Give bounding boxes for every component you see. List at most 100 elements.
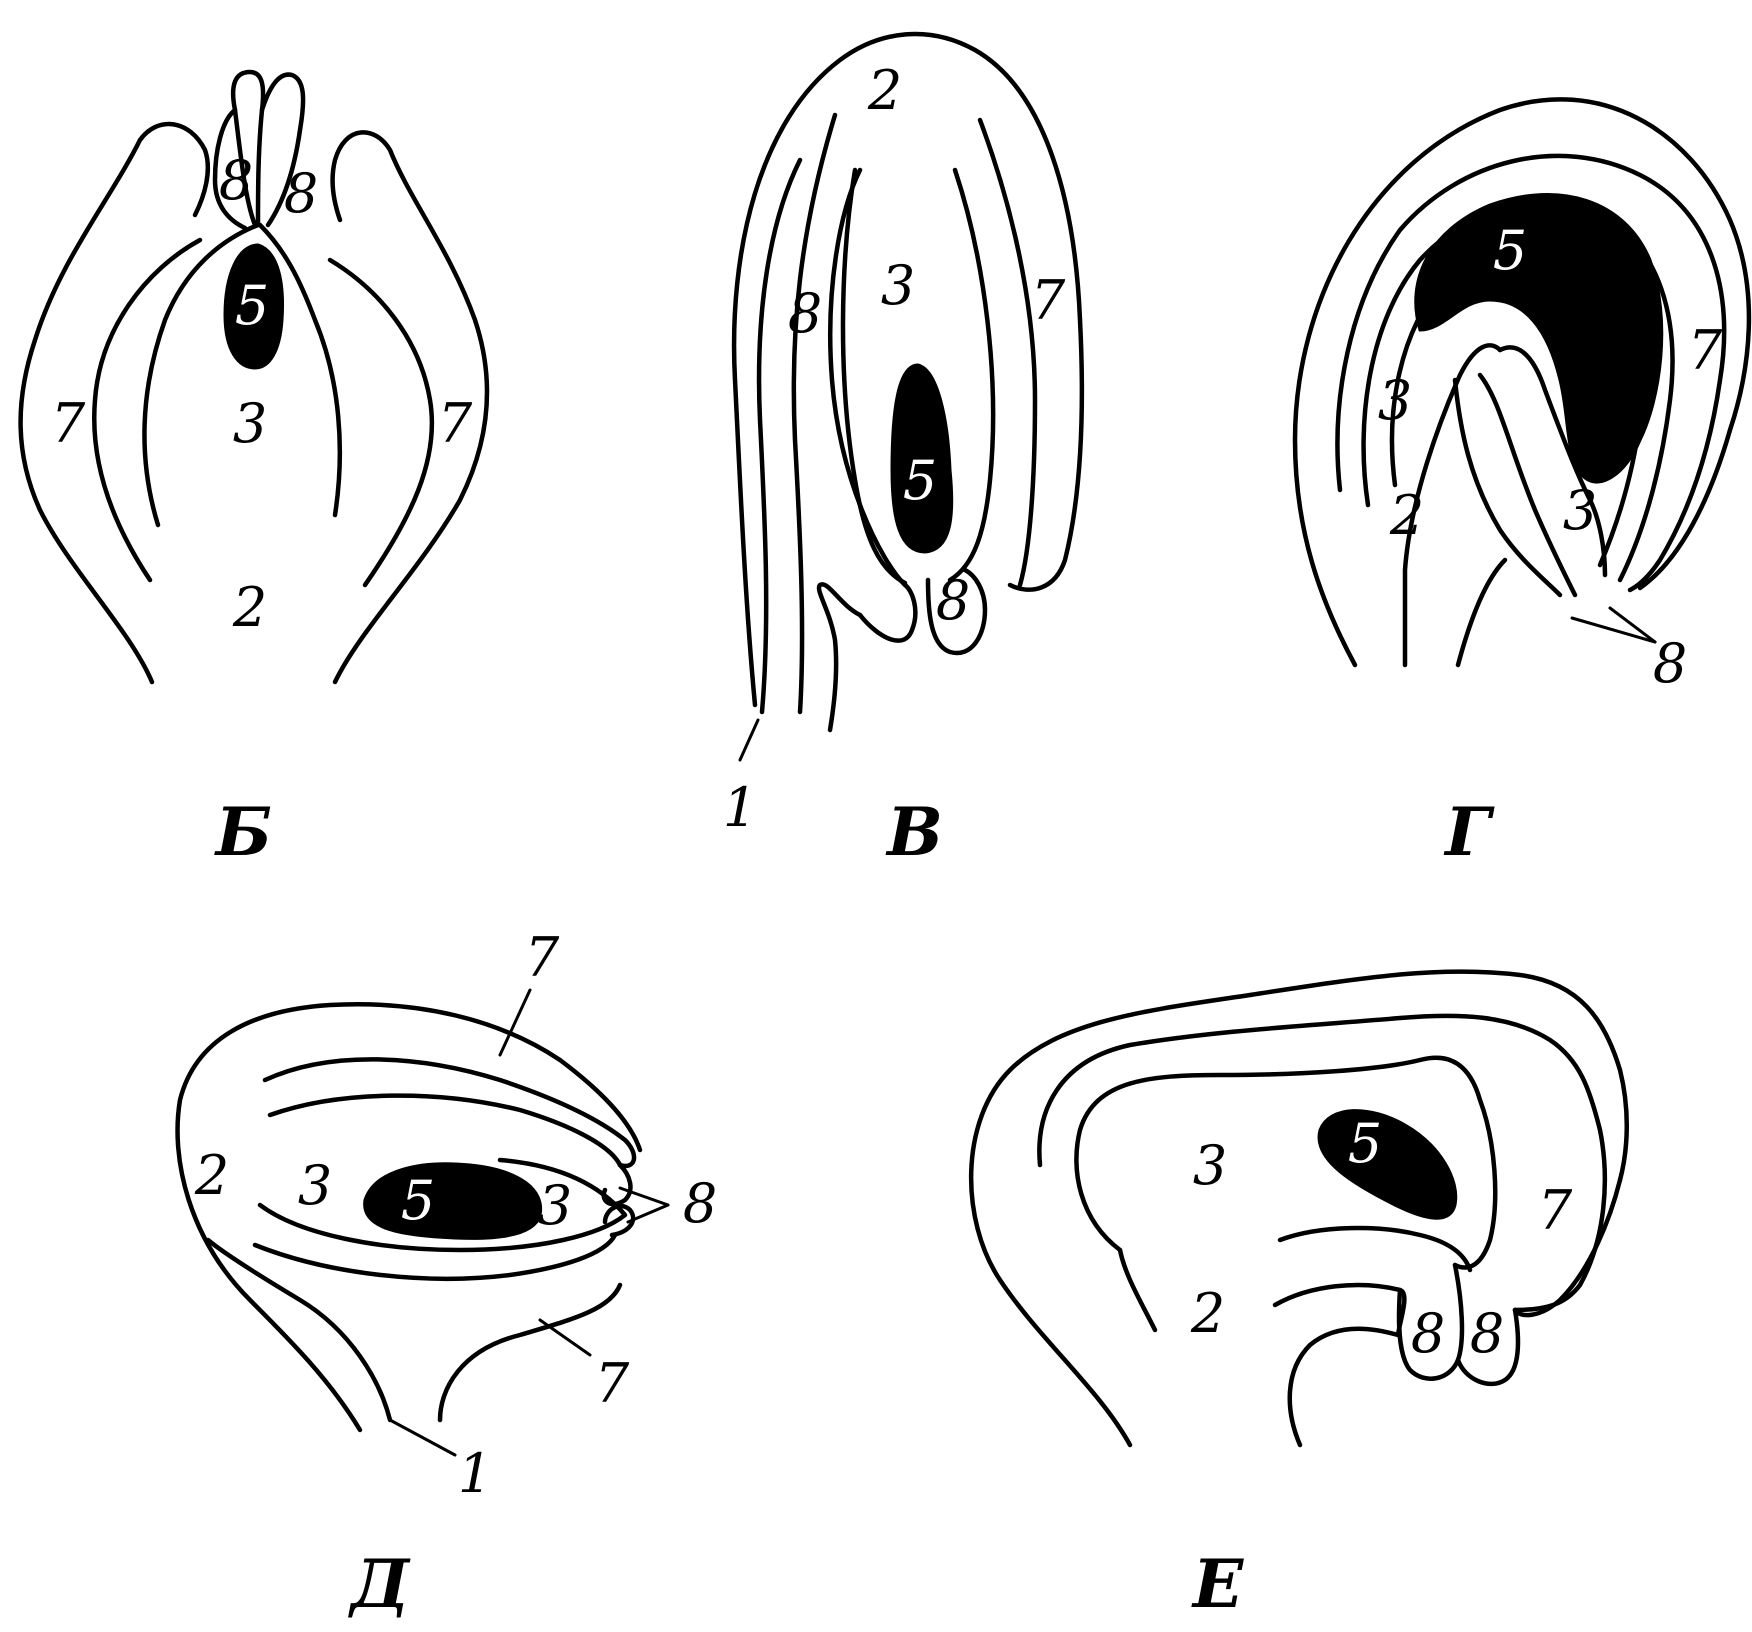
panel-b-label-8b: 8 — [284, 162, 318, 225]
panel-d-lower-integument — [437, 1282, 623, 1423]
panel-b-outer-integument-right — [330, 130, 490, 685]
panel-e-lower-curve — [1272, 1282, 1407, 1338]
panel-e-label-2: 2 — [1190, 1282, 1225, 1345]
panel-v-label-3: 3 — [881, 254, 915, 317]
panel-v-funiculus-mid — [791, 112, 838, 715]
panel-e-lobe-right — [1455, 1307, 1521, 1387]
panel-v-nucellus-right — [947, 167, 996, 583]
panel-g-outer-integument — [1292, 97, 1752, 668]
panel-b-embryo-sac — [223, 243, 285, 370]
panel-b-label-7a: 7 — [51, 392, 86, 455]
panel-d-pointer-8a — [618, 1186, 670, 1207]
panel-d-pointer-7a — [498, 988, 532, 1057]
panel-v-funiculus-inner — [816, 582, 863, 733]
panel-b-label-8a: 8 — [219, 149, 253, 212]
panel-b-label-3: 3 — [233, 392, 267, 455]
panel-b-label-2: 2 — [232, 576, 267, 639]
panel-d-title: Д — [348, 1545, 411, 1623]
panel-d-pointer-8b — [626, 1203, 670, 1224]
panel-v-lobe — [925, 567, 988, 656]
panel-e-label-8a: 8 — [1411, 1302, 1445, 1365]
panel-d-lobe-upper — [601, 1162, 633, 1207]
panel-e-right-edge — [1512, 1177, 1623, 1318]
panel-v-embryo-sac — [890, 363, 954, 554]
panel-e-lobe-left — [1396, 1262, 1465, 1381]
panel-g-stalk-inner2 — [1452, 377, 1563, 598]
panel-e: 3 5 7 2 8 8 Е — [969, 969, 1630, 1623]
panel-b-title: Б — [214, 793, 272, 871]
panel-v-funiculus-outer — [756, 157, 803, 715]
panel-g-embryo-sac — [1414, 193, 1664, 484]
panel-v-label-5: 5 — [903, 449, 937, 512]
panel-e-label-8b: 8 — [1470, 1302, 1504, 1365]
panel-g-label-8: 8 — [1653, 632, 1687, 695]
panel-d-label-3a: 3 — [298, 1154, 332, 1217]
panel-d-inner-integument-top — [267, 1093, 623, 1168]
panel-g-pointer-8b — [1608, 606, 1657, 644]
panel-d-label-3b: 3 — [538, 1174, 572, 1237]
panel-d-pointer-7b — [538, 1318, 592, 1357]
panel-d-inner-integument-bottom — [252, 1232, 618, 1281]
panel-g-stalk-inner — [1477, 372, 1578, 598]
panel-d-label-2: 2 — [194, 1144, 229, 1207]
panel-g-label-3b: 3 — [1563, 479, 1597, 542]
panel-b-nucellus-left — [142, 222, 261, 528]
panel-g-label-5: 5 — [1493, 219, 1527, 282]
panel-d: 7 2 3 5 3 8 7 1 Д — [175, 926, 717, 1623]
panel-e-label-5: 5 — [1348, 1112, 1382, 1175]
panel-d-funicle — [205, 1237, 393, 1423]
panel-b-inner-integument-left — [92, 237, 203, 583]
panel-d-outer-integument-inner — [262, 1057, 637, 1169]
panel-b-outer-integument-left — [18, 121, 210, 685]
panel-d-label-7a: 7 — [525, 926, 560, 989]
panel-g-stalk-left — [1402, 343, 1503, 668]
panel-v-nucellus-left — [840, 167, 908, 586]
panel-b-lobe-right — [259, 72, 306, 228]
panel-g-outer-integument-inner — [1335, 153, 1727, 593]
panel-v-pointer-1 — [738, 718, 760, 762]
panel-d-label-5: 5 — [401, 1169, 435, 1232]
panel-e-label-7: 7 — [1538, 1179, 1573, 1242]
panel-v-label-1: 1 — [723, 776, 757, 839]
panel-e-embryo-sac — [1317, 1109, 1458, 1220]
panel-d-embryo-sac — [363, 1162, 543, 1240]
panel-b-inner-integument-right — [327, 257, 435, 588]
panel-b-nucellus-right — [257, 222, 343, 518]
panel-b-lobe-left-outer — [212, 107, 248, 231]
panel-e-lower-right — [1287, 1326, 1401, 1448]
panel-g-lobe-join — [1497, 345, 1608, 578]
panel-d-pointer-1 — [388, 1418, 457, 1457]
panel-v-label-8a: 8 — [788, 282, 822, 345]
panel-g: 5 7 3 3 2 8 Г — [1292, 97, 1752, 871]
panel-v-label-7: 7 — [1031, 269, 1066, 332]
panel-e-nucellus — [1277, 1225, 1473, 1273]
panel-e-lower-left — [1117, 1247, 1158, 1333]
panel-g-label-2: 2 — [1389, 484, 1424, 547]
panel-d-lobe-lower — [602, 1203, 636, 1238]
panel-b-label-5: 5 — [235, 274, 269, 337]
panel-d-label-7b: 7 — [595, 1352, 630, 1415]
panel-v: 2 3 8 7 5 8 1 В — [723, 31, 1085, 871]
panel-g-title: Г — [1443, 793, 1495, 871]
panel-v-inner-integument — [828, 167, 918, 643]
panel-g-pointer-8a — [1570, 616, 1657, 644]
panel-v-label-8b: 8 — [936, 569, 970, 632]
panel-b-lobe-left — [230, 69, 266, 228]
panel-e-outer-integument — [969, 969, 1630, 1448]
panel-e-label-3: 3 — [1193, 1134, 1227, 1197]
panel-b: 8 8 5 7 7 3 2 Б — [18, 69, 490, 871]
panel-v-inner-integument-right — [977, 117, 1038, 588]
panel-d-nucellus — [257, 1157, 628, 1253]
panel-g-label-3a: 3 — [1378, 369, 1412, 432]
panel-b-label-7b: 7 — [438, 392, 473, 455]
panel-d-label-1: 1 — [458, 1442, 492, 1505]
panel-e-title: Е — [1191, 1545, 1245, 1623]
panel-v-title: В — [885, 793, 943, 871]
panel-g-label-7: 7 — [1688, 319, 1723, 382]
panel-g-stalk-right — [1455, 557, 1508, 668]
panel-d-outer-integument — [175, 1002, 643, 1433]
panel-d-label-8: 8 — [683, 1172, 717, 1235]
panel-v-outer-integument — [731, 31, 1085, 708]
panel-e-inner-integument — [1074, 1055, 1498, 1270]
